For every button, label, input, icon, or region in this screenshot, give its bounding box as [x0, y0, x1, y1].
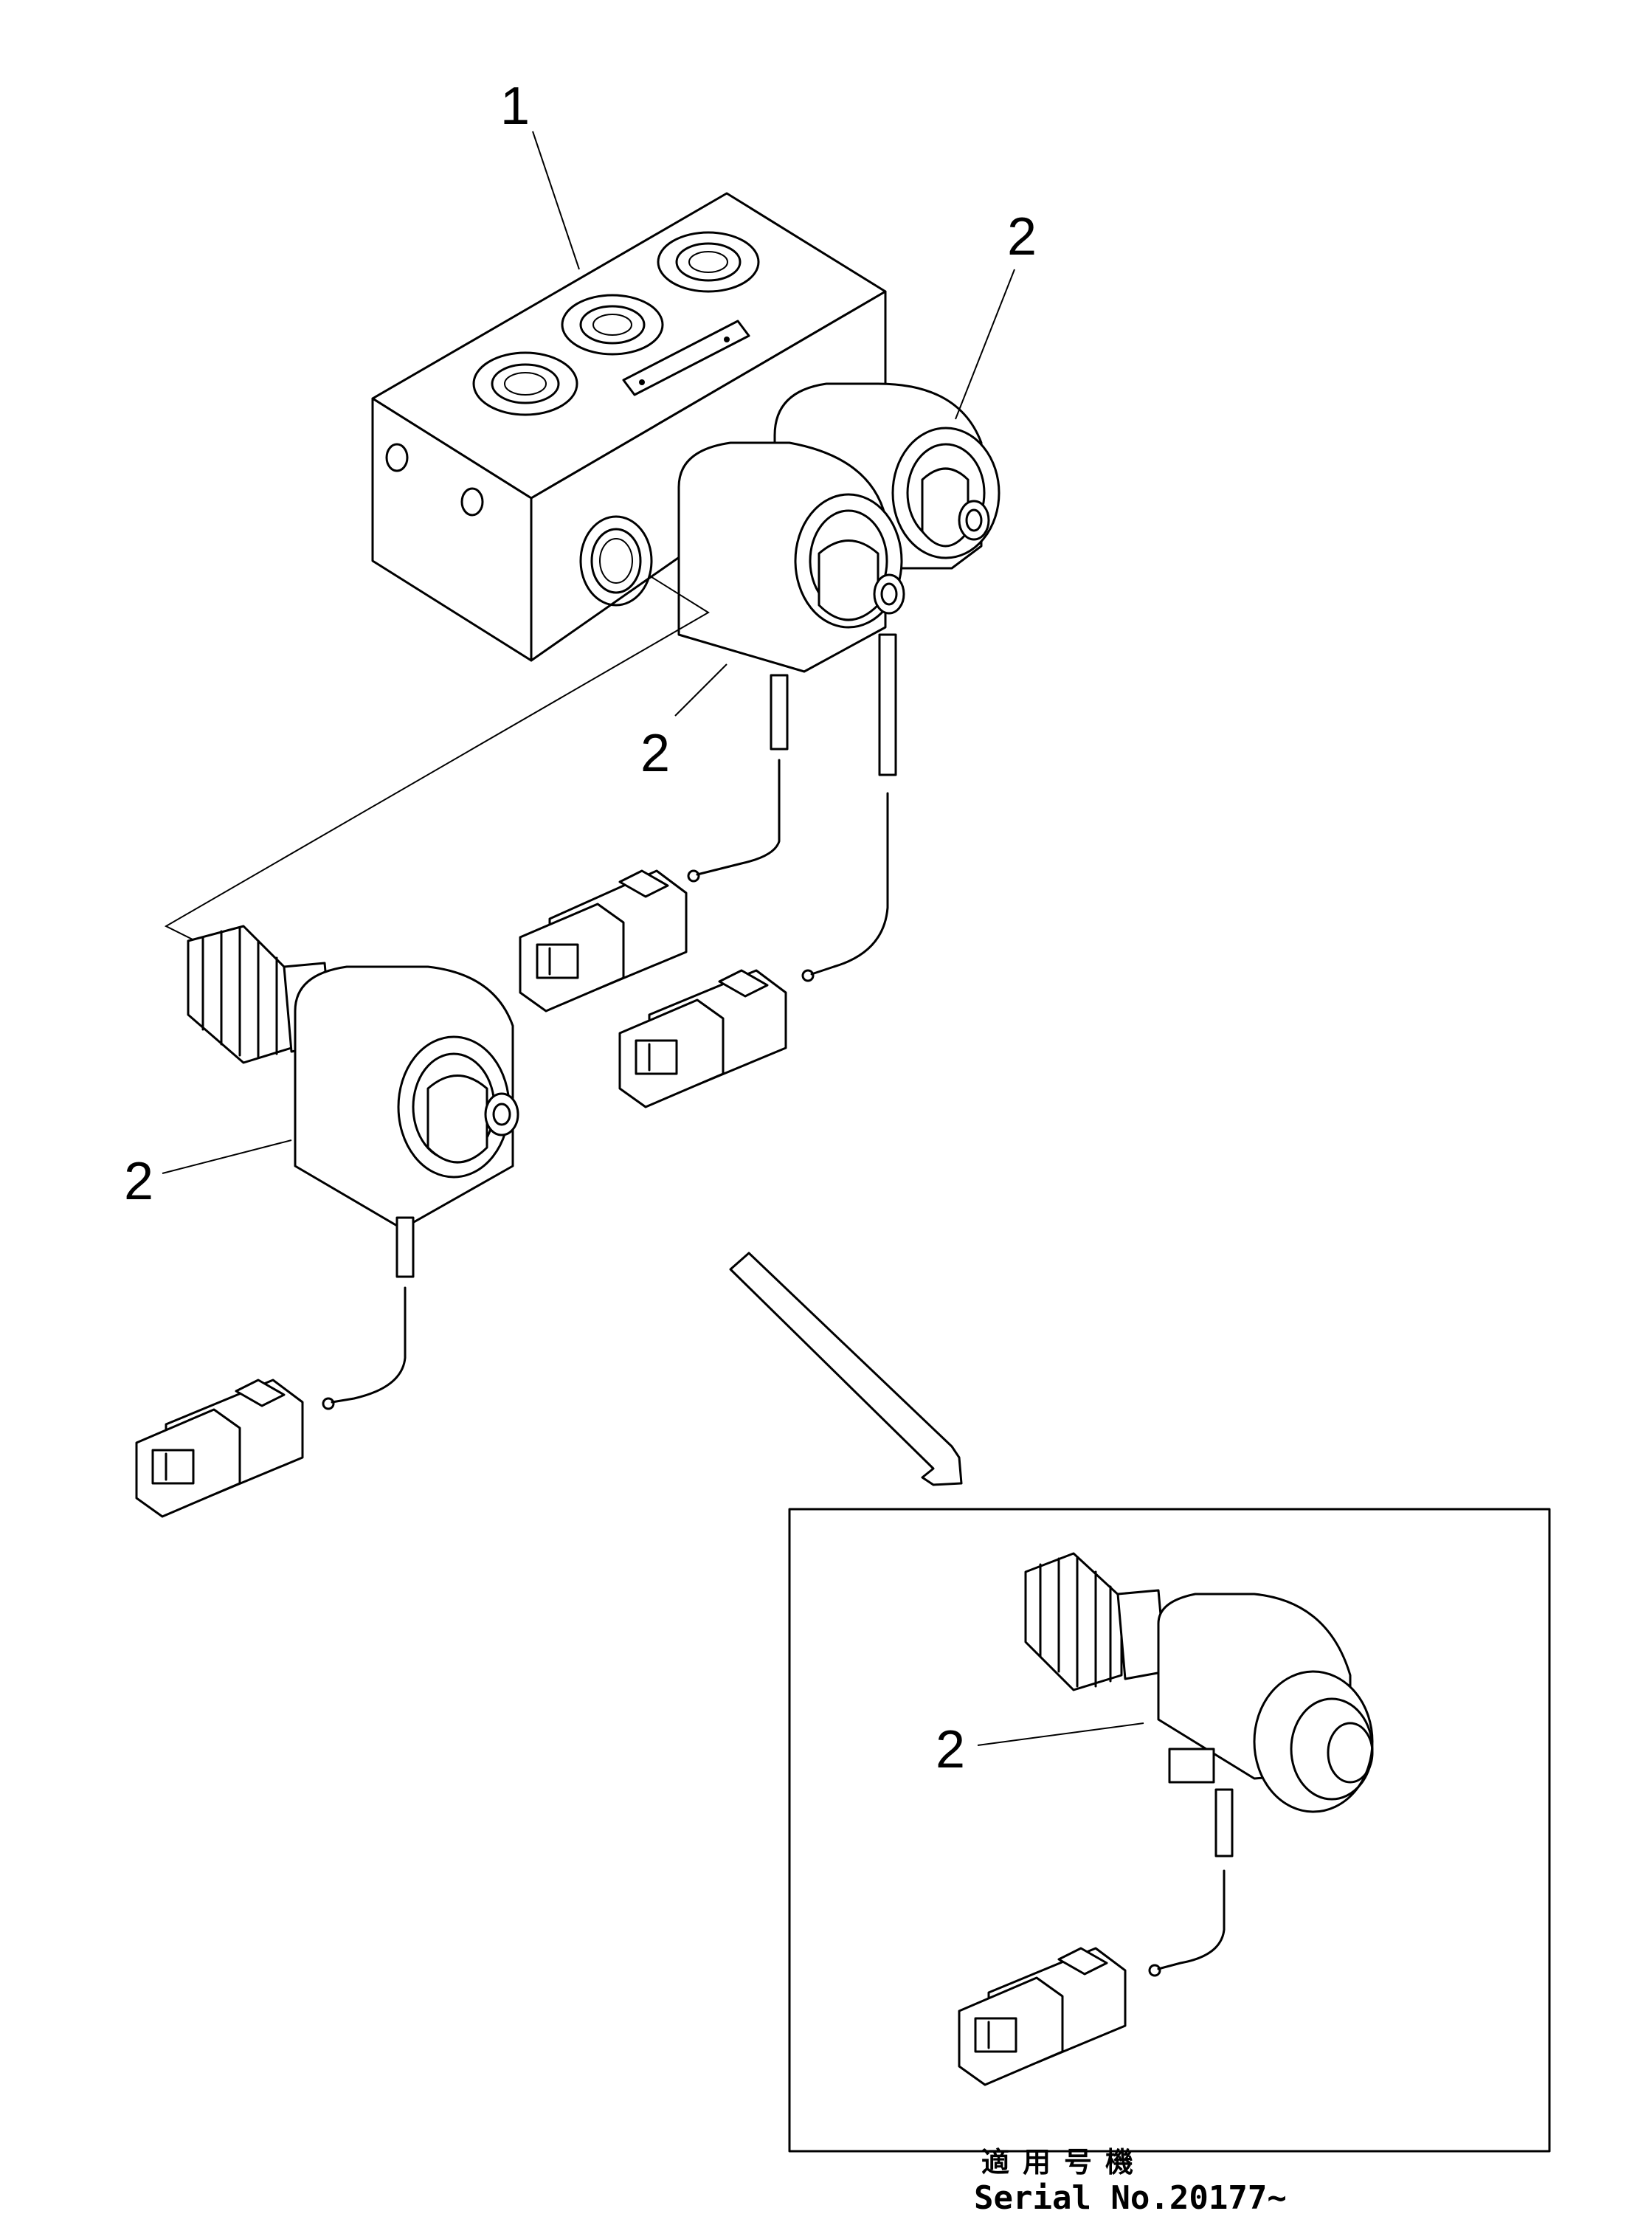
callout-2-left: 2 [124, 1152, 153, 1211]
solenoid-top-middle [677, 441, 905, 673]
wire-harness-right [801, 633, 897, 982]
top-port-1 [472, 351, 578, 416]
solenoid-inset [1024, 1552, 1374, 1977]
wire-harness-middle [687, 674, 789, 883]
leader-2-inset [977, 1722, 1144, 1746]
leader-2-top-right [955, 269, 1015, 420]
leader-2-left [162, 1139, 292, 1174]
connector-right [618, 969, 787, 1108]
callout-2-top-middle: 2 [640, 724, 670, 783]
connector-middle [519, 869, 688, 1013]
connector-inset [958, 1947, 1127, 2086]
serial-number-text: Serial No.20177~ [974, 2179, 1287, 2217]
leader-2-top-middle [674, 663, 727, 717]
top-port-2 [561, 294, 664, 356]
leader-1 [532, 131, 580, 270]
top-port-3 [657, 231, 760, 293]
applicable-serial-label: 適用号機 [981, 2146, 1147, 2179]
inset-frame [788, 1508, 1551, 2153]
callout-2-inset: 2 [936, 1720, 965, 1779]
callout-2-top-right: 2 [1007, 207, 1037, 266]
arrow-to-inset [729, 1252, 963, 1486]
side-port [579, 515, 653, 607]
name-plate [622, 320, 750, 396]
callout-1: 1 [500, 77, 530, 136]
solenoid-left [187, 925, 519, 1410]
connector-left [135, 1379, 304, 1518]
explode-line [164, 575, 710, 942]
